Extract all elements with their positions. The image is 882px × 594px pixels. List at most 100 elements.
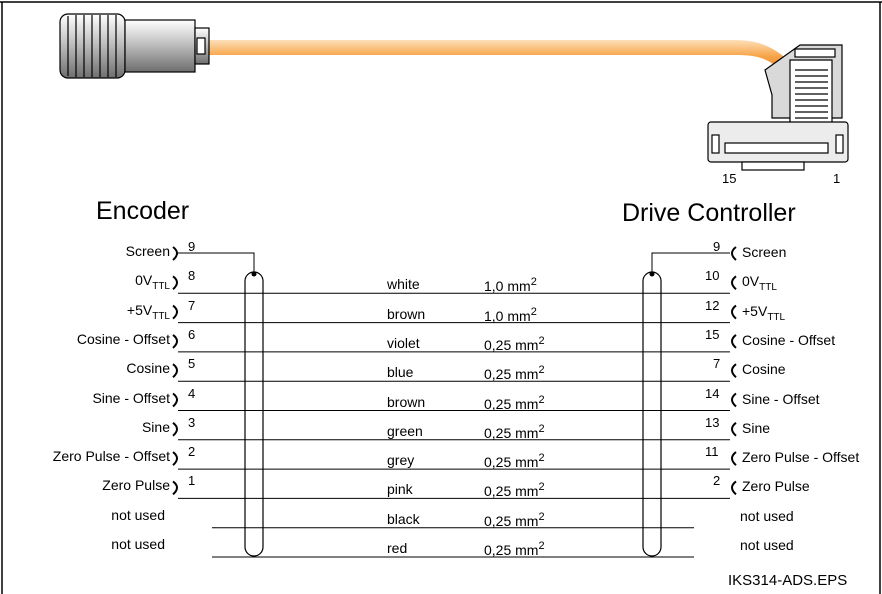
right-sheath — [642, 271, 662, 557]
wire-size-exponent: 2 — [538, 422, 545, 435]
left-signal-label: not used — [0, 537, 165, 551]
right-pin-number: 7 — [713, 356, 721, 372]
left-signal-label: Zero Pulse - Offset — [0, 449, 170, 463]
wire-color-label: white — [387, 276, 420, 293]
wire-cross-section: 1,0 mm2 — [484, 305, 537, 324]
drive-controller-heading: Drive Controller — [622, 199, 796, 227]
wire-size-exponent: 2 — [538, 393, 545, 406]
right-pin-number: 10 — [705, 268, 720, 284]
left-pin-number: 6 — [188, 326, 196, 342]
wire-size-text: 0,25 mm — [484, 483, 539, 500]
wire-size-exponent: 2 — [538, 540, 545, 552]
wire-size-text: 0,25 mm — [484, 336, 539, 353]
right-signal-label: not used — [740, 538, 794, 552]
right-signal-label: Screen — [742, 245, 786, 259]
wire-cross-section: 0,25 mm2 — [484, 511, 545, 529]
left-pin-bracket — [172, 451, 178, 466]
left-pin-bracket — [172, 246, 178, 261]
right-pin-bracket — [731, 363, 737, 378]
right-pin-bracket — [731, 275, 737, 291]
right-signal-text: Cosine - Offset — [742, 331, 836, 348]
left-signal-text: Sine - Offset — [92, 389, 170, 406]
left-signal-label: 0VTTL — [0, 272, 170, 292]
wire-cross-section: 1,0 mm2 — [484, 276, 537, 295]
left-pin-bracket — [172, 422, 178, 437]
left-pin-bracket — [172, 304, 178, 320]
wire-cross-section: 0,25 mm2 — [484, 334, 545, 353]
left-pin-number: 3 — [188, 414, 196, 430]
wire-size-exponent: 2 — [530, 305, 537, 318]
right-pin-number: 13 — [705, 414, 720, 430]
right-pin-number: 15 — [705, 326, 720, 342]
right-pin-number: 11 — [705, 444, 719, 460]
wire-size-text: 0,25 mm — [484, 512, 539, 529]
left-signal-label: Cosine - Offset — [0, 332, 170, 346]
right-pin-number: 2 — [713, 473, 721, 489]
drive-connector — [707, 44, 849, 171]
left-signal-text: not used — [111, 536, 165, 552]
wire-size-exponent: 2 — [530, 276, 537, 289]
figure-id: IKS314-ADS.EPS — [728, 572, 848, 589]
left-pin-bracket — [172, 275, 178, 291]
wire-size-text: 0,25 mm — [484, 395, 539, 412]
right-signal-text: Zero Pulse — [742, 478, 810, 495]
right-signal-text: Sine - Offset — [742, 390, 820, 407]
left-pin-number: 5 — [188, 356, 196, 372]
connector-pin-15: 15 — [722, 171, 737, 186]
right-pin-number: 9 — [713, 239, 721, 254]
left-signal-sub: TTL — [152, 281, 170, 293]
left-pin-number: 2 — [188, 444, 196, 460]
left-signal-label: not used — [0, 508, 165, 522]
wire-color-label: pink — [387, 481, 413, 498]
encoder-connector — [59, 13, 210, 79]
wire-color-label: green — [387, 422, 423, 439]
wire-size-exponent: 2 — [538, 452, 545, 465]
left-pin-bracket — [172, 363, 178, 378]
wire-size-exponent: 2 — [538, 481, 545, 494]
left-signal-text: Cosine — [126, 360, 170, 377]
left-pin-number: 4 — [188, 385, 196, 401]
right-signal-text: Sine — [742, 419, 771, 436]
right-pin-bracket — [731, 451, 737, 466]
left-sheath — [244, 271, 264, 557]
wire-size-text: 1,0 mm — [484, 278, 531, 295]
left-signal-label: +5VTTL — [0, 301, 170, 322]
left-signal-text: 0V — [135, 272, 153, 289]
right-signal-label: Zero Pulse - Offset — [742, 450, 859, 464]
right-signal-sub: TTL — [759, 282, 777, 294]
left-signal-label: Screen — [0, 244, 170, 258]
wire-size-text: 1,0 mm — [484, 307, 531, 324]
right-signal-label: Sine — [742, 421, 770, 435]
wire-cross-section: 0,25 mm2 — [484, 365, 545, 382]
right-pin-bracket — [731, 422, 737, 437]
left-pin-bracket — [172, 334, 178, 349]
right-signal-text: Zero Pulse - Offset — [742, 449, 860, 466]
right-signal-label: Zero Pulse — [742, 479, 810, 493]
connector-pin-1: 1 — [833, 171, 841, 186]
left-signal-text: +5V — [126, 301, 153, 318]
right-signal-text: not used — [740, 537, 794, 553]
left-signal-label: Sine — [0, 420, 170, 434]
wire-size-exponent: 2 — [538, 334, 545, 347]
wire-cross-section: 0,25 mm2 — [484, 422, 545, 441]
wire-color-label: violet — [387, 334, 420, 351]
encoder-heading: Encoder — [96, 197, 190, 225]
left-signal-text: Zero Pulse - Offset — [52, 448, 170, 465]
right-signal-text: Screen — [742, 244, 787, 260]
left-signal-label: Zero Pulse — [0, 478, 170, 492]
left-signal-text: Zero Pulse — [102, 477, 170, 494]
left-signal-text: Sine — [141, 418, 170, 435]
left-signal-text: not used — [111, 506, 165, 523]
left-pin-number: 8 — [188, 268, 196, 284]
left-signal-label: Cosine — [0, 361, 170, 375]
left-signal-label: Sine - Offset — [0, 391, 170, 405]
right-signal-text: +5V — [742, 302, 768, 319]
left-pin-bracket — [172, 480, 178, 496]
right-signal-text: 0V — [742, 273, 760, 290]
right-screen-junction — [649, 271, 655, 277]
left-signal-sub: TTL — [152, 310, 170, 322]
wire-size-text: 0,25 mm — [484, 424, 539, 441]
left-pin-number: 9 — [188, 239, 196, 254]
